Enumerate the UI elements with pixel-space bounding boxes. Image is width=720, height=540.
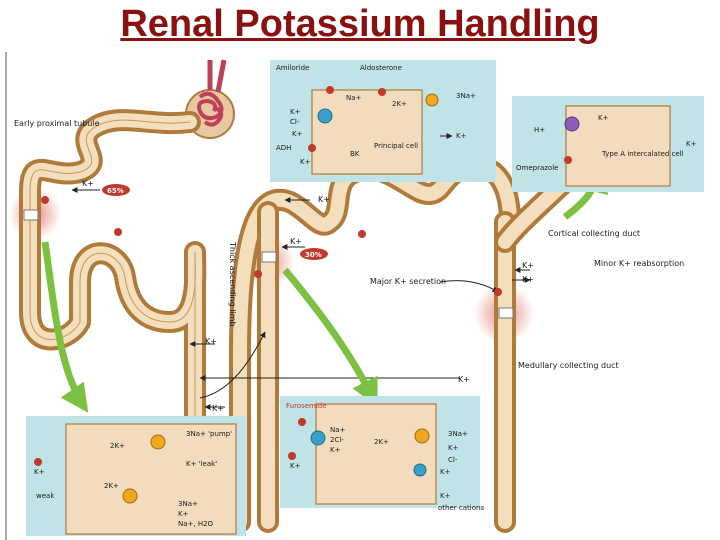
tal-cl-label: Cl- [448,456,458,464]
aldosterone-label: Aldosterone [360,64,402,72]
cortical-cd-label: Cortical collecting duct [548,229,640,238]
inhibit-marker-5 [494,288,502,296]
pt-3na-pump-label: 3Na+ 'pump' [186,430,232,438]
tal-2cl-label: 2Cl- [330,436,344,444]
pc-k-label-3: K+ [300,158,311,166]
pct-30-badge [300,248,328,260]
tal-channel [261,251,277,263]
pt-na-h2o-label: Na+, H2O [178,520,214,528]
pc-na-label: Na+ [346,94,362,102]
pc-k-label-2: K+ [292,130,303,138]
k-plus-label-5: K+ [522,275,534,284]
inhibit-marker-4 [358,230,366,238]
pct-65-badge [102,184,130,196]
inhibit-marker-3 [254,270,262,278]
bk-label: BK [350,150,360,158]
pct-30-label: 30% [305,251,322,259]
k-plus-label-3: K+ [318,195,330,204]
tal-other-cations-label: other cations [438,504,484,512]
principal-cell-label: Principal cell [374,142,418,150]
k-to-interstitium: K+ [284,195,330,204]
amiloride-label: Amiloride [276,64,309,72]
k-reabsorption-30: K+ 30% [281,237,328,260]
k-plus-label-6: K+ [205,337,217,346]
pt-2k-b-label: 2K+ [104,482,119,490]
tal-k2-label: K+ [448,444,459,452]
pt-weak-label: weak [36,492,55,500]
nephron-diagram: Early proximal tubule K+ 65% K+ 30% Thic… [5,52,704,540]
ic-h-label: H+ [534,126,545,134]
proximal-cell-panel: 2K+ 3Na+ 'pump' K+ 'leak' K+ weak 2K+ 3N… [26,416,246,536]
omeprazole-label: Omeprazole [516,164,558,172]
tal-k-other-label: K+ [440,492,451,500]
k-plus-label-8: K+ [212,404,224,413]
tal-k4-label: K+ [290,462,301,470]
major-k-secretion-label: Major K+ secretion [370,277,446,286]
pct-65-label: 65% [107,187,124,195]
pc-cl-label: Cl- [290,118,300,126]
furosemide-label: Furosemide [286,402,327,410]
proximal-channel [23,209,39,221]
intercalated-cell-label: Type A intercalated cell [601,150,684,158]
ic-k-label-2: K+ [686,140,697,148]
pt-2k-label: 2K+ [110,442,125,450]
tal-2k-label: 2K+ [374,438,389,446]
pc-3na-label: 3Na+ [456,92,476,100]
cd-channel [498,307,514,319]
k-reabsorption-65: K+ 65% [71,179,130,196]
k-plus-label-7: K+ [458,375,470,384]
pt-k2-label: K+ [178,510,189,518]
interstitial-k-arrows: K+ K+ K+ [189,331,470,413]
adh-label: ADH [276,144,291,152]
green-arrow-proximal [41,241,89,413]
pc-2k-label: 2K+ [392,100,407,108]
intercalated-cell-panel: H+ K+ Type A intercalated cell Omeprazol… [512,96,704,192]
pt-3na-label: 3Na+ [178,500,198,508]
ic-k-label-1: K+ [598,114,609,122]
k-plus-label-4: K+ [522,261,534,270]
k-plus-label-2: K+ [290,237,302,246]
k-plus-label-1: K+ [82,179,94,188]
green-arrow-tal [282,267,379,408]
inhibit-marker-2 [114,228,122,236]
pc-k-label-4: K+ [456,132,467,140]
cd-k-arrows: K+ K+ [439,261,534,293]
principal-cell-panel: Amiloride Aldosterone Na+ 2K+ 3Na+ K+ Cl… [270,60,496,182]
inhibit-marker-1 [41,196,49,204]
medullary-cd-label: Medullary collecting duct [518,361,619,370]
page-title: Renal Potassium Handling [120,3,600,45]
minor-k-reabsorption-label: Minor K+ reabsorption [594,259,684,268]
thick-ascending-limb-label: Thick ascending limb [228,241,237,327]
early-proximal-tubule-label: Early proximal tubule [14,119,100,128]
pc-k-label-1: K+ [290,108,301,116]
pt-k-label: K+ [34,468,45,476]
tal-k-label: K+ [330,446,341,454]
tal-k3-label: K+ [440,468,451,476]
tal-na-label: Na+ [330,426,346,434]
pt-k-leak-label: K+ 'leak' [186,460,217,468]
tal-cell-panel: Furosemide Na+ 2Cl- K+ 2K+ 3Na+ K+ Cl- K… [280,396,484,512]
tal-3na-label: 3Na+ [448,430,468,438]
